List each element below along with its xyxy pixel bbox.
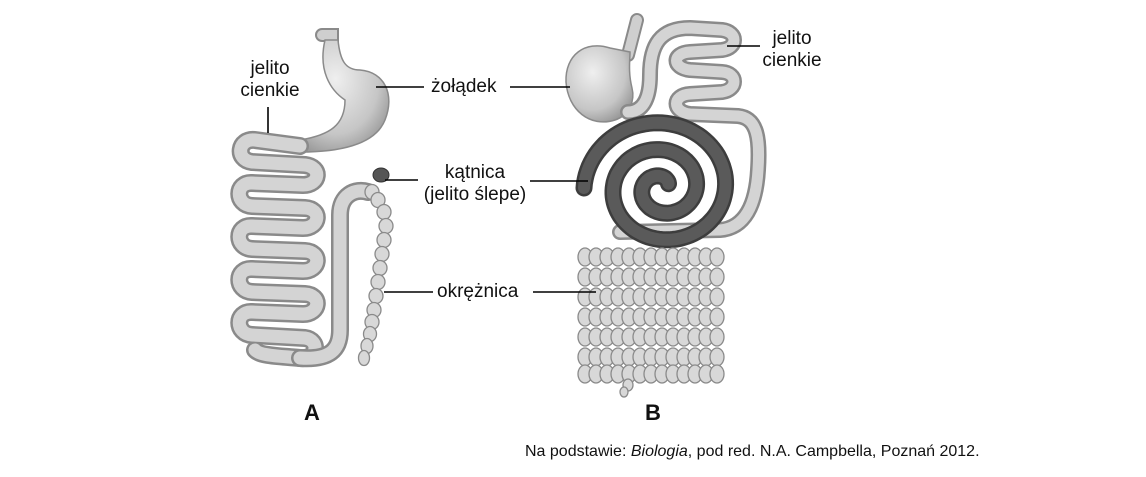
colon-segment [368, 287, 384, 305]
label-line: jelito [250, 58, 290, 79]
panel-letter-b: B [645, 400, 661, 425]
label-colon: okrężnica [437, 281, 519, 302]
colon-segment [709, 247, 725, 267]
colon-segment [709, 307, 725, 327]
source-prefix: Na podstawie: [525, 443, 631, 460]
source-suffix: , pod red. N.A. Campbella, Poznań 2012. [687, 443, 980, 460]
caecum-a [372, 167, 390, 183]
label-line: cienkie [240, 80, 300, 101]
label-line: (jelito ślepe) [423, 184, 527, 205]
label-line: jelito [772, 28, 812, 49]
colon-segment [357, 349, 371, 367]
colon-segment [619, 386, 629, 398]
colon-segment [709, 364, 725, 384]
colon-segment [709, 327, 725, 347]
animal-b-digestive-tract [565, 13, 767, 398]
label-stomach: żołądek [431, 76, 497, 97]
label-line: kątnica [444, 162, 506, 183]
leader-lines [267, 45, 760, 293]
colon-segment [709, 287, 725, 307]
label-line: cienkie [762, 50, 822, 71]
animal-a-digestive-tract [230, 28, 394, 368]
colon-segment [372, 259, 388, 277]
colon-segment [709, 267, 725, 287]
source-citation: Na podstawie: Biologia, pod red. N.A. Ca… [525, 443, 980, 461]
label-small-intestine-a: jelito cienkie [238, 58, 302, 102]
colon-segment [376, 231, 392, 249]
colon-segment [376, 203, 392, 221]
label-caecum: kątnica (jelito ślepe) [416, 162, 534, 206]
colon-segment [709, 347, 725, 367]
colon-segment [374, 245, 390, 263]
small-intestine-a [230, 131, 377, 368]
colon-a [357, 183, 394, 367]
panel-letter-a: A [304, 400, 320, 425]
colon-b [577, 247, 725, 398]
colon-segment [370, 273, 386, 291]
caecum-b-spiral [575, 114, 735, 249]
stomach-b [565, 13, 644, 123]
colon-segment [378, 217, 394, 235]
label-small-intestine-b: jelito cienkie [760, 28, 824, 72]
source-title: Biologia [630, 443, 688, 460]
stomach-a [299, 28, 390, 153]
small-intestine-b [612, 20, 767, 240]
